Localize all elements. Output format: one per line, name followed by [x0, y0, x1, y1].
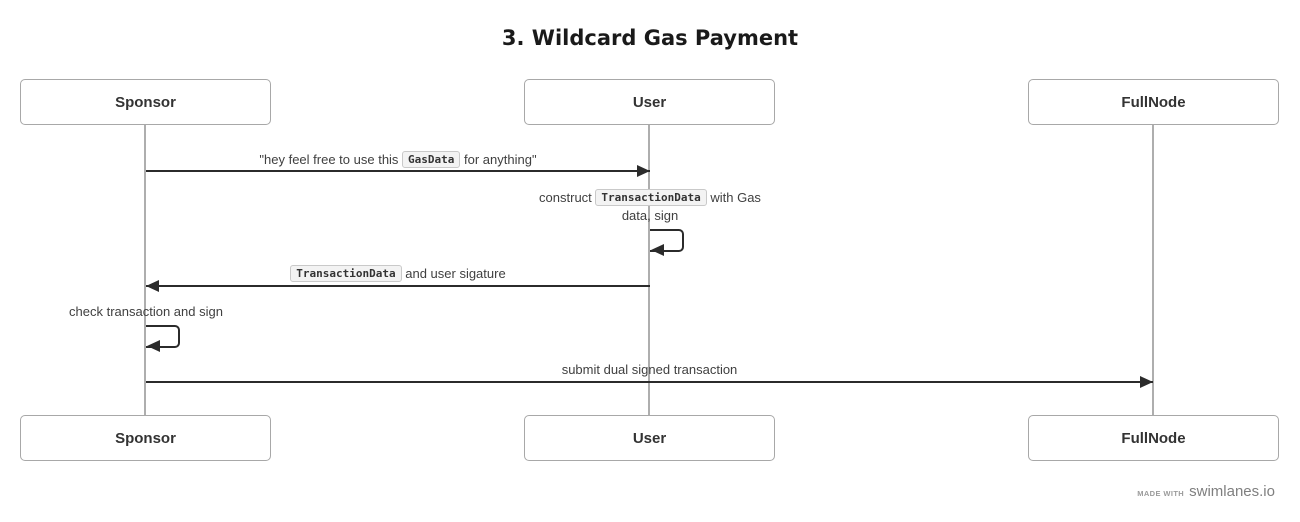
- message-text-part: check transaction and sign: [69, 304, 223, 319]
- message-text-transactiondata-signature: TransactionData and user sigature: [146, 265, 650, 283]
- message-text-part: and user sigature: [401, 266, 506, 281]
- self-loop-sponsor: [146, 325, 180, 348]
- actor-label-sponsor: Sponsor: [115, 93, 176, 111]
- actor-box-sponsor-bottom: Sponsor: [20, 415, 271, 461]
- diagram-title: 3. Wildcard Gas Payment: [501, 26, 799, 50]
- swimlanes-watermark[interactable]: MADE WITH swimlanes.io: [1137, 483, 1275, 500]
- code-chip-gasdata: GasData: [402, 151, 461, 168]
- arrowhead-left-icon: [146, 280, 159, 292]
- actor-box-sponsor-top: Sponsor: [20, 79, 271, 125]
- lifeline-sponsor: [144, 125, 146, 415]
- message-text-part: for anything": [460, 152, 537, 167]
- arrow-sponsor-to-fullnode: [146, 381, 1153, 383]
- arrowhead-right-icon: [1140, 376, 1153, 388]
- actor-label-user: User: [632, 429, 667, 447]
- actor-label-user: User: [632, 93, 667, 111]
- lifeline-user: [648, 125, 650, 415]
- self-loop-user: [650, 229, 684, 252]
- actor-label-sponsor: Sponsor: [115, 429, 176, 447]
- message-text-construct-transaction: construct TransactionData with Gas data,…: [529, 189, 771, 225]
- arrowhead-left-icon: [147, 340, 160, 352]
- message-text-gasdata-offer: "hey feel free to use this GasData for a…: [146, 151, 650, 169]
- actor-box-user-bottom: User: [524, 415, 775, 461]
- actor-box-fullnode-top: FullNode: [1028, 79, 1279, 125]
- actor-box-user-top: User: [524, 79, 775, 125]
- swimlanes-brand: swimlanes.io: [1189, 483, 1275, 500]
- message-text-part: "hey feel free to use this: [259, 152, 403, 167]
- arrowhead-left-icon: [651, 244, 664, 256]
- actor-label-fullnode: FullNode: [1121, 429, 1186, 447]
- actor-label-fullnode: FullNode: [1121, 93, 1186, 111]
- message-text-check-transaction: check transaction and sign: [25, 303, 267, 321]
- actor-box-fullnode-bottom: FullNode: [1028, 415, 1279, 461]
- arrow-sponsor-to-user: [146, 170, 650, 172]
- code-chip-transactiondata: TransactionData: [290, 265, 402, 282]
- message-text-part: submit dual signed transaction: [561, 362, 738, 377]
- arrow-user-to-sponsor: [146, 285, 650, 287]
- message-text-submit-transaction: submit dual signed transaction: [146, 361, 1153, 379]
- message-text-part: construct: [539, 190, 596, 205]
- message-text-part: with Gas data, sign: [621, 190, 761, 223]
- arrowhead-right-icon: [637, 165, 650, 177]
- made-with-label: MADE WITH: [1137, 489, 1185, 498]
- lifeline-fullnode: [1152, 125, 1154, 415]
- code-chip-transactiondata: TransactionData: [595, 189, 707, 206]
